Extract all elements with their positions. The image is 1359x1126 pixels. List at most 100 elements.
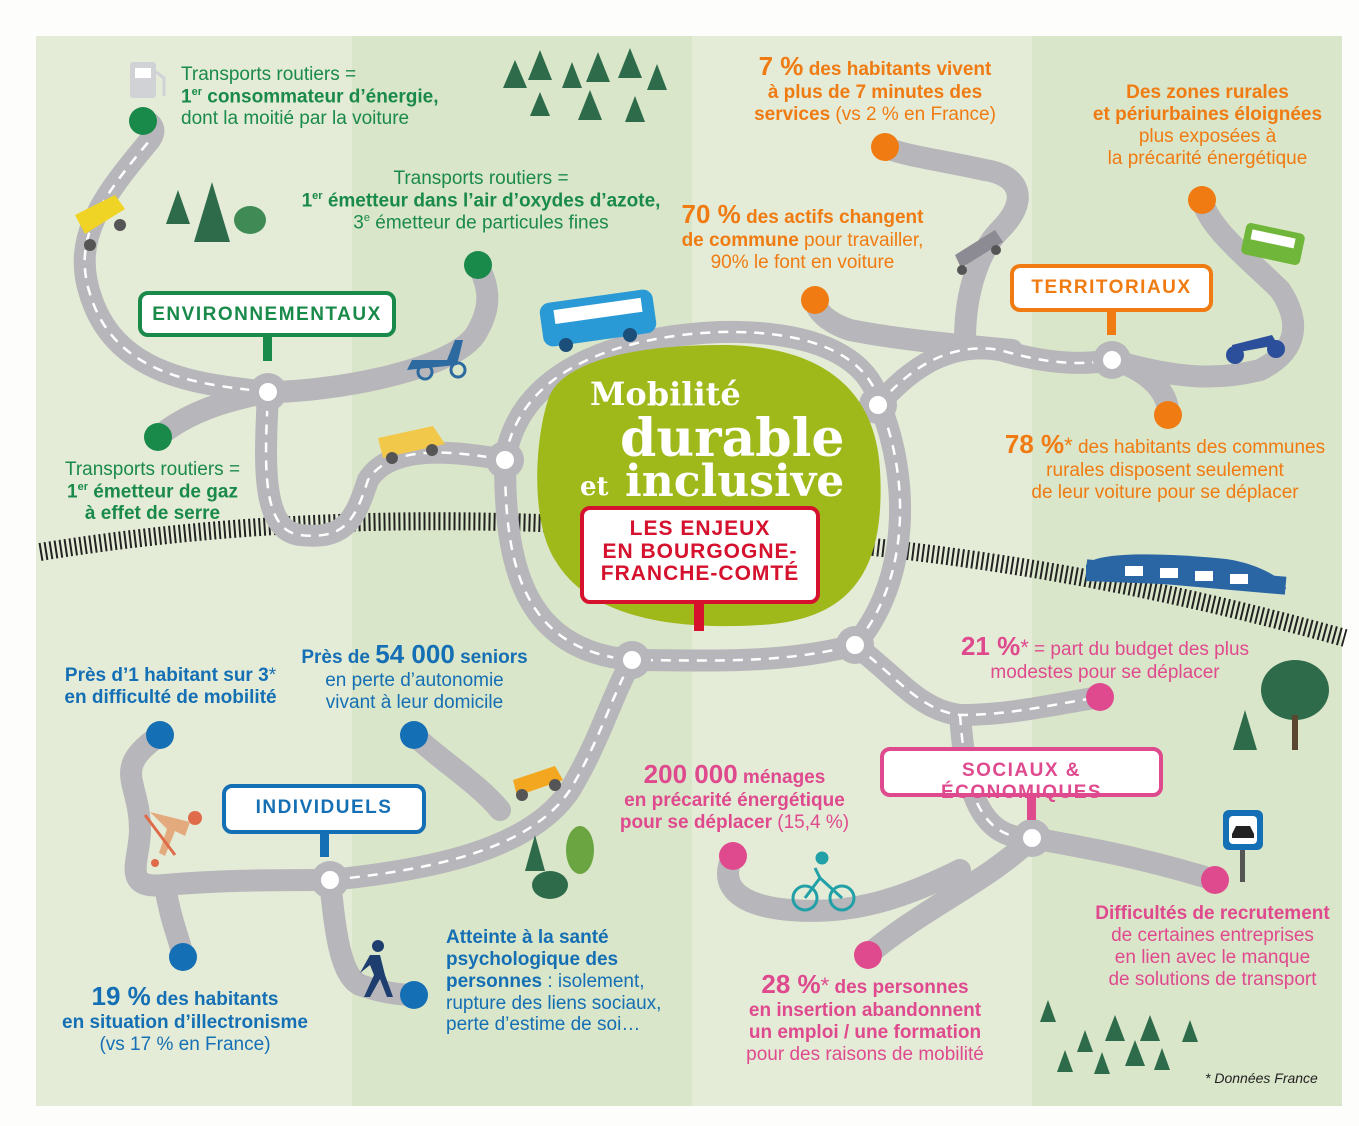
skater-icon xyxy=(143,811,202,867)
fact-line: à plus de 7 minutes des xyxy=(767,81,983,103)
fact-line: 19 % des habitants xyxy=(91,981,279,1011)
fact-line: Transports routiers = xyxy=(393,168,569,189)
fact-line: 90% le font en voiture xyxy=(710,251,895,273)
fuel-pump-icon xyxy=(130,62,166,98)
footnote-text: Données France xyxy=(1214,1070,1318,1086)
fact-line: 70 % des actifs changent xyxy=(681,199,924,229)
fact-line: services (vs 2 % en France) xyxy=(754,103,996,125)
category-social: SOCIAUX & ÉCONOMIQUES xyxy=(880,747,1163,803)
fact-line: Près d’1 habitant sur 3* xyxy=(64,665,277,686)
fact-line: en situation d’illectronisme xyxy=(62,1011,308,1033)
fact-line: de commune pour travailler, xyxy=(681,229,924,251)
fact-line: perte d’estime de soi… xyxy=(446,1014,641,1036)
tree-icon xyxy=(234,206,1329,899)
fact-ind-seniors: Près de 54 000 seniors en perte d’autono… xyxy=(292,639,537,714)
fact-ind-health: Atteinte à la santé psychologique des pe… xyxy=(446,927,691,1036)
fact-line: Des zones rurales xyxy=(1126,82,1289,103)
fact-line: de solutions de transport xyxy=(1108,968,1317,990)
fact-ind-mobility: Près d’1 habitant sur 3* en difficulté d… xyxy=(48,665,293,709)
fact-dots xyxy=(129,107,1229,1009)
fact-line: plus exposées à xyxy=(1138,125,1277,147)
road-markings xyxy=(83,139,1113,882)
fact-terr-rural: Des zones rurales et périurbaines éloign… xyxy=(1075,82,1340,169)
fact-line: 7 % des habitants vivent xyxy=(758,51,992,81)
fact-line: en lien avec le manque xyxy=(1114,946,1311,968)
van-icon xyxy=(378,426,445,464)
fact-line: 1er émetteur de gaz xyxy=(67,480,238,503)
stem xyxy=(1107,310,1116,335)
fact-line: vivant à leur domicile xyxy=(325,691,504,713)
footnote: * Données France xyxy=(1205,1070,1318,1086)
scooter-icon xyxy=(407,340,467,381)
fact-line: pour se déplacer (15,4 %) xyxy=(619,811,850,833)
title-line-3-et: et xyxy=(580,472,609,502)
fact-terr-commute: 70 % des actifs changent de commune pour… xyxy=(670,199,935,274)
fact-line: 1er consommateur d’énergie, xyxy=(181,85,439,108)
category-territorial: TERRITORIAUX xyxy=(1010,264,1213,312)
railway-track xyxy=(38,512,1348,647)
fact-soc-recruitment: Difficultés de recrutement de certaines … xyxy=(1085,903,1340,990)
fact-line: dont la moitié par la voiture xyxy=(181,108,410,130)
car-icon xyxy=(75,195,126,251)
fact-line: pour des raisons de mobilité xyxy=(746,1043,984,1065)
roundabouts xyxy=(249,341,1131,899)
fact-env-nox: Transports routiers = 1er émetteur dans … xyxy=(296,168,666,234)
subtitle-line: EN BOURGOGNE- xyxy=(602,539,798,563)
fact-line: 200 000 ménages xyxy=(643,759,826,789)
subtitle-line: LES ENJEUX xyxy=(629,517,771,540)
fact-line: en perte d’autonomie xyxy=(325,669,504,691)
category-environmental: ENVIRONNEMENTAUX xyxy=(138,291,396,337)
fact-line: en précarité énergétique xyxy=(624,789,845,811)
stem xyxy=(1027,795,1036,820)
fact-line: rupture des liens sociaux, xyxy=(446,992,662,1014)
train-icon xyxy=(1085,554,1287,595)
motorcycle-icon xyxy=(1226,335,1285,364)
fact-line: de certaines entreprises xyxy=(1111,924,1314,946)
fact-line: Transports routiers = xyxy=(181,64,357,85)
fact-line: 28 %* des personnes xyxy=(761,969,969,999)
tree-icon xyxy=(166,48,1257,1074)
fact-line: de leur voiture pour se déplacer xyxy=(1031,481,1299,503)
stem xyxy=(320,832,329,857)
fact-soc-households: 200 000 ménages en précarité énergétique… xyxy=(612,759,857,834)
fact-soc-insertion: 28 %* des personnes en insertion abandon… xyxy=(730,969,1000,1065)
fact-line: psychologique des xyxy=(446,948,619,970)
fact-line: en insertion abandonnent xyxy=(748,999,982,1021)
fact-line: rurales disposent seulement xyxy=(1046,459,1284,481)
bicycle-icon xyxy=(791,851,856,912)
fact-line: 78 %* des habitants des communes xyxy=(1004,429,1326,459)
fact-line: personnes : isolement, xyxy=(446,970,645,992)
fact-line: 1er émetteur dans l’air d’oxydes d’azote… xyxy=(301,189,661,212)
fact-ind-illiteracy: 19 % des habitants en situation d’illect… xyxy=(50,981,320,1056)
fact-line: un emploi / une formation xyxy=(748,1021,982,1043)
stem xyxy=(694,603,704,631)
walker-icon xyxy=(360,940,393,997)
subtitle-box: LES ENJEUX EN BOURGOGNE- FRANCHE-COMTÉ xyxy=(580,506,820,604)
stem xyxy=(263,336,272,361)
fact-line: 3e émetteur de particules fines xyxy=(353,212,609,234)
fact-line: 21 %* = part du budget des plus xyxy=(960,631,1250,661)
fact-line: et périurbaines éloignées xyxy=(1092,103,1323,125)
fact-line: Transports routiers = xyxy=(64,459,241,480)
fact-line: modestes pour se déplacer xyxy=(990,661,1220,683)
category-individual: INDIVIDUELS xyxy=(222,784,426,834)
subtitle-line: FRANCHE-COMTÉ xyxy=(600,562,800,586)
fact-soc-budget: 21 %* = part du budget des plus modestes… xyxy=(945,631,1265,684)
fact-line: en difficulté de mobilité xyxy=(64,686,277,708)
car-icon xyxy=(955,230,1003,275)
fact-env-ghg: Transports routiers = 1er émetteur de ga… xyxy=(45,459,260,525)
parking-car-sign-icon xyxy=(1223,810,1263,882)
van-icon xyxy=(1241,223,1305,265)
title-line-3: inclusive xyxy=(625,456,845,507)
fact-env-energy: Transports routiers = 1er consommateur d… xyxy=(181,64,481,130)
fact-line: la précarité énergétique xyxy=(1107,147,1308,169)
title-line-2: durable xyxy=(620,408,845,469)
title-line-1: Mobilité xyxy=(590,375,741,413)
fact-line: Près de 54 000 seniors xyxy=(301,639,528,669)
fact-line: à effet de serre xyxy=(84,503,221,525)
bus-icon xyxy=(539,289,657,352)
fact-line: (vs 17 % en France) xyxy=(99,1033,271,1055)
fact-terr-car: 78 %* des habitants des communes rurales… xyxy=(990,429,1340,504)
car-icon xyxy=(513,766,563,801)
